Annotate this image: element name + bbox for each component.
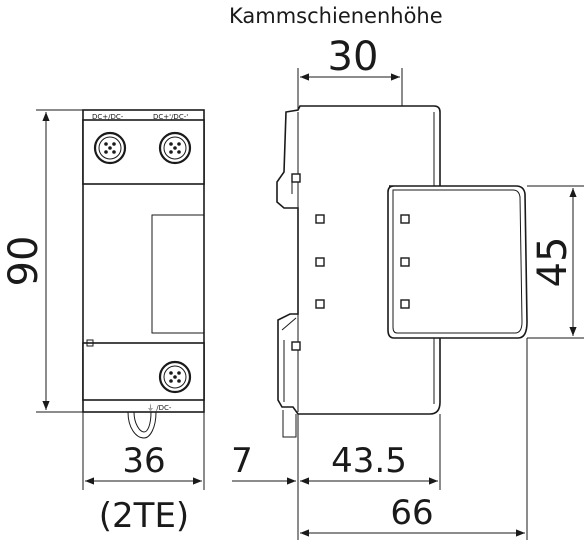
width-units-label: (2TE) [99,496,189,536]
depth-total-dimension: 66 [300,338,528,540]
height-label: 90 [1,236,47,287]
screw-top-left-icon [93,131,127,165]
module-window [151,214,205,334]
width-label: 36 [122,441,165,481]
front-module [387,185,528,339]
height-dimension: 90 [1,109,83,413]
din-clip [127,411,157,439]
depth-total-label: 66 [390,493,433,533]
side-view [276,105,528,438]
marker-square [315,257,325,267]
rail-height-dimension: Kammschienenhöhe 30 [229,4,443,110]
screw-top-right-icon [158,131,192,165]
depth-inner-label: 43.5 [331,441,407,481]
front-height-label: 45 [530,237,576,288]
rail-height-label: 30 [328,34,379,80]
offset-label: 7 [231,441,253,481]
terminal-label-bottom: ⏚ /DC- [147,404,172,412]
terminal-label-top-right: DC+'/DC-' [153,113,188,121]
marker-square [315,214,325,224]
front-view: DC+/DC- DC+'/DC-' ⏚ /DC- [82,109,205,439]
width-dimension: 36 (2TE) [82,412,205,536]
status-indicator [86,339,94,347]
screw-bottom-icon [158,360,192,394]
marker-square [315,299,325,309]
front-height-dimension: 45 [527,185,584,339]
marker-square [400,214,410,224]
marker-square [400,299,410,309]
marker-square [291,173,301,183]
rail-height-title: Kammschienenhöhe [229,4,443,28]
marker-square [400,257,410,267]
offset-dimension: 7 [231,414,299,540]
marker-square [291,341,301,351]
terminal-label-top-left: DC+/DC- [92,113,124,121]
depth-inner-dimension: 43.5 [300,414,441,490]
